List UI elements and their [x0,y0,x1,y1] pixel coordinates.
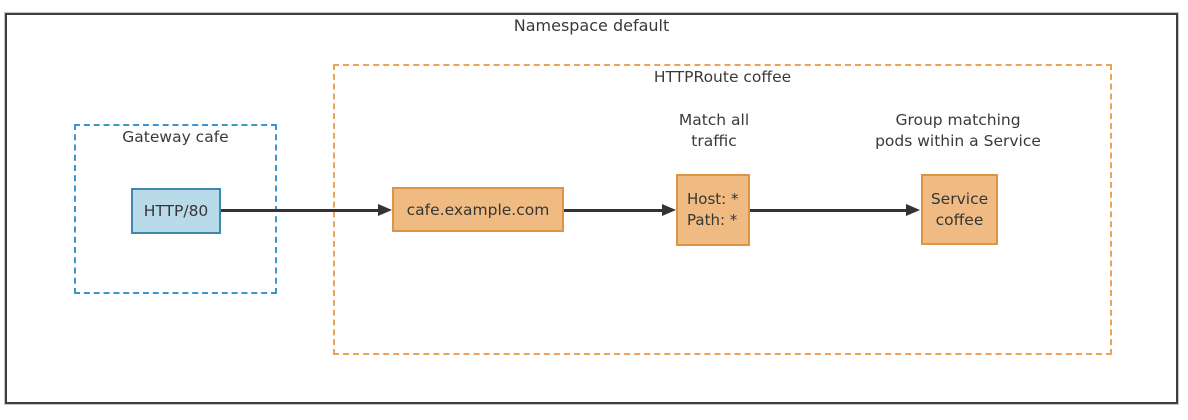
gateway-label: Gateway cafe [122,128,229,146]
namespace-label: Namespace default [513,16,670,35]
match-annotation-line2: traffic [691,132,737,150]
backend-annotation-line1: Group matching [895,111,1021,129]
arrowhead-right-icon [662,204,676,216]
backend-annotation: Group matching pods within a Service [838,110,1078,152]
service-label-line1: Service [930,189,989,208]
arrow-match-to-service [750,209,906,212]
gateway-listener-node: HTTP/80 [131,188,221,234]
hostname-node: cafe.example.com [392,187,564,232]
arrow-hostname-to-match [564,209,662,212]
gateway-listener-label: HTTP/80 [143,202,209,220]
hostname-label: cafe.example.com [406,200,550,219]
namespace-boundary [5,13,1178,404]
service-label-line2: coffee [935,210,984,229]
match-annotation-line1: Match all [678,111,750,129]
match-rule-path: Path: * [687,211,738,229]
arrowhead-right-icon [906,204,920,216]
service-node: Service coffee [921,174,998,245]
arrow-gateway-to-hostname [221,209,378,212]
backend-annotation-line2: pods within a Service [875,132,1041,150]
match-rule-host: Host: * [687,190,739,208]
arrowhead-right-icon [378,204,392,216]
match-rule-node: Host: * Path: * [676,174,750,246]
httproute-label: HTTPRoute coffee [653,68,792,86]
match-annotation: Match all traffic [634,110,794,152]
